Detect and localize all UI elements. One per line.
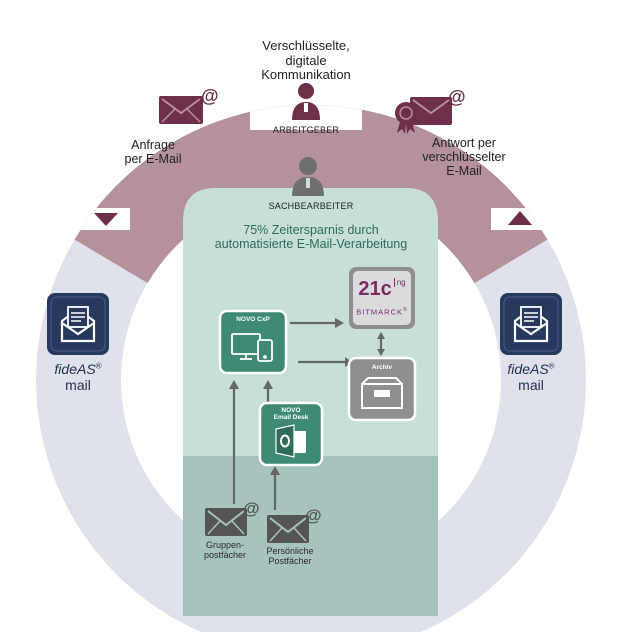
- fideas-left-label: fideAS® mail: [30, 361, 126, 393]
- fideas-name: fideAS: [54, 361, 96, 377]
- clerk-person-icon: [292, 157, 324, 196]
- center-headline: 75% Zeitersparnis durch automatisierte E…: [184, 223, 438, 251]
- right-segment-line: Antwort per: [432, 136, 496, 150]
- right-segment-label: Antwort per verschlüsselter E-Mail: [404, 136, 524, 178]
- archiv-label: Archiv: [371, 364, 393, 371]
- top-title-line: Verschlüsselte,: [262, 38, 350, 53]
- top-title: Verschlüsselte, digitale Kommunikation: [236, 38, 376, 83]
- novo-email-label: NOVO Email Desk: [260, 407, 322, 422]
- right-segment-line: E-Mail: [446, 164, 482, 178]
- archive-box-icon: [361, 377, 403, 409]
- left-segment-label: Anfrage per E-Mail: [98, 138, 208, 166]
- group-mailbox-line: Gruppen-: [205, 540, 245, 550]
- svg-text:@: @: [243, 499, 260, 518]
- personal-mailbox-line: Postfächer: [268, 556, 312, 567]
- fideas-sup: ®: [95, 361, 102, 371]
- top-title-line: digitale: [285, 52, 327, 68]
- novo-email-desk-box: [258, 401, 324, 467]
- novo-email-line2: Email Desk: [273, 413, 309, 421]
- outlook-icon: [275, 424, 306, 458]
- personal-mailbox-line: Persönliche: [266, 546, 314, 556]
- down-triangle: [94, 213, 118, 226]
- envelope-at-icon: @: [267, 506, 322, 543]
- archiv-box: [347, 356, 417, 422]
- right-segment-line: verschlüsselter: [422, 150, 506, 164]
- certified-envelope-at-icon: @: [395, 87, 466, 134]
- flow-arrows: [229, 318, 385, 510]
- fideas-line2: mail: [65, 376, 91, 393]
- svg-text:@: @: [201, 86, 219, 106]
- bitmarck-brand-text: BITMARCK: [356, 307, 404, 317]
- center-headline-line: automatisierte E-Mail-Verarbeitung: [214, 237, 408, 251]
- svg-text:@: @: [448, 87, 466, 107]
- employer-person-icon: [292, 83, 320, 120]
- novo-cxp-label: NOVO CxP: [236, 316, 270, 323]
- bitmarck-box: [349, 267, 415, 329]
- novo-cxp-box: [218, 309, 288, 375]
- fideas-name: fideAS: [507, 361, 549, 377]
- fideas-sup: ®: [548, 361, 555, 371]
- personal-mailbox-label: Persönliche Postfächer: [255, 546, 325, 566]
- bitmarck-logo-sup: ng: [393, 278, 406, 287]
- bitmarck-brand: BITMARCK®: [349, 307, 415, 317]
- fideas-right-label: fideAS® mail: [483, 361, 579, 393]
- right-gap: [491, 208, 586, 230]
- svg-text:@: @: [305, 506, 322, 525]
- left-segment-line: Anfrage: [131, 138, 175, 152]
- up-triangle: [508, 211, 532, 225]
- envelope-at-icon: @: [159, 86, 219, 124]
- left-segment-line: per E-Mail: [124, 152, 182, 166]
- fideas-line2: mail: [518, 376, 544, 393]
- top-title-line: Kommunikation: [261, 67, 351, 83]
- employer-label: ARBEITGEBER: [272, 125, 340, 135]
- group-mailbox-line: postfächer: [203, 550, 247, 561]
- novo-email-line1: NOVO: [281, 407, 301, 414]
- envelope-at-icon: @: [205, 499, 260, 536]
- clerk-label: SACHBEARBEITER: [268, 201, 354, 211]
- bitmarck-logo-main: 21c: [358, 278, 392, 300]
- fideas-left-icon: [47, 293, 109, 355]
- bitmarck-brand-sup: ®: [403, 307, 408, 313]
- group-mailbox-label: Gruppen- postfächer: [190, 540, 260, 560]
- fideas-right-icon: [500, 293, 562, 355]
- center-headline-line: 75% Zeitersparnis durch: [243, 223, 379, 237]
- devices-icon: [231, 333, 273, 362]
